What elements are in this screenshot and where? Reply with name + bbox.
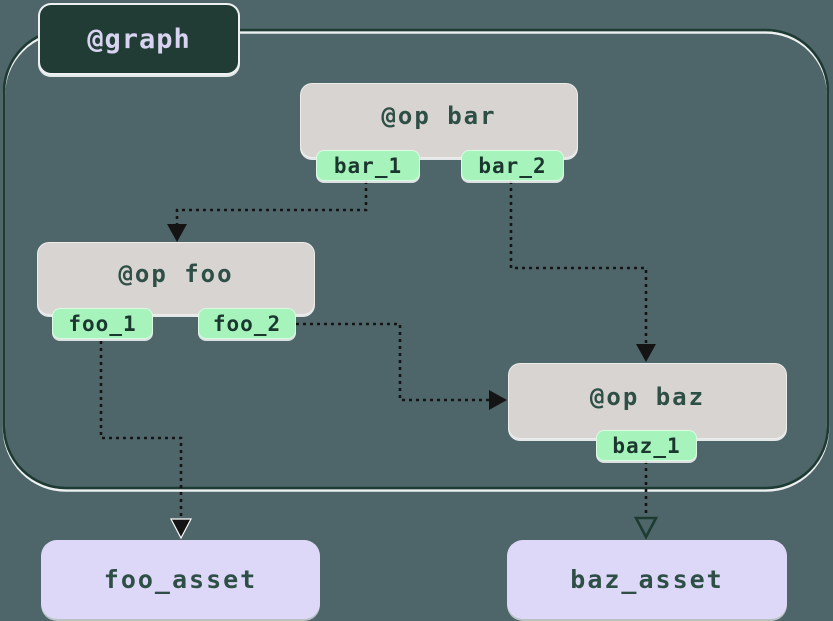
edge-bar2-to-baz xyxy=(509,181,648,344)
edge-bar2-to-baz-arrowhead xyxy=(636,344,656,362)
output-tag-foo-2-label: foo_2 xyxy=(212,311,282,336)
op-node-baz[interactable]: @op baz xyxy=(508,363,787,439)
edge-foo1-to-foo-asset-arrowhead xyxy=(170,518,192,540)
output-tag-bar-2-label: bar_2 xyxy=(478,153,547,178)
op-node-foo[interactable]: @op foo xyxy=(37,242,315,315)
op-foo-title: @op foo xyxy=(118,260,234,288)
edge-bar1-to-foo-arrowhead xyxy=(167,224,187,242)
output-tag-baz-1[interactable]: baz_1 xyxy=(596,430,697,461)
graph-label[interactable]: @graph xyxy=(38,3,240,75)
output-tag-baz-1-label: baz_1 xyxy=(612,433,681,458)
graph-label-text: @graph xyxy=(87,23,191,55)
output-tag-foo-1[interactable]: foo_1 xyxy=(52,308,153,339)
output-tag-bar-2[interactable]: bar_2 xyxy=(461,150,564,181)
asset-baz-label: baz_asset xyxy=(570,565,724,594)
graph-border xyxy=(2,28,830,490)
edge-foo2-to-baz xyxy=(296,322,489,402)
output-tag-bar-1-label: bar_1 xyxy=(333,153,403,178)
edge-baz1-to-baz-asset-arrowhead xyxy=(633,516,659,540)
edge-bar1-to-foo xyxy=(175,181,368,224)
edge-foo2-to-baz-arrowhead xyxy=(489,390,507,410)
output-tag-foo-2[interactable]: foo_2 xyxy=(198,308,296,339)
asset-node-foo-asset[interactable]: foo_asset xyxy=(41,540,320,619)
asset-foo-label: foo_asset xyxy=(103,565,258,594)
asset-node-baz-asset[interactable]: baz_asset xyxy=(507,540,787,619)
op-node-bar[interactable]: @op bar xyxy=(300,83,578,158)
edge-foo1-to-foo-asset xyxy=(99,341,183,519)
output-tag-foo-1-label: foo_1 xyxy=(68,311,137,336)
output-tag-bar-1[interactable]: bar_1 xyxy=(316,150,420,181)
op-bar-title: @op bar xyxy=(381,102,497,130)
op-baz-title: @op baz xyxy=(589,383,706,411)
